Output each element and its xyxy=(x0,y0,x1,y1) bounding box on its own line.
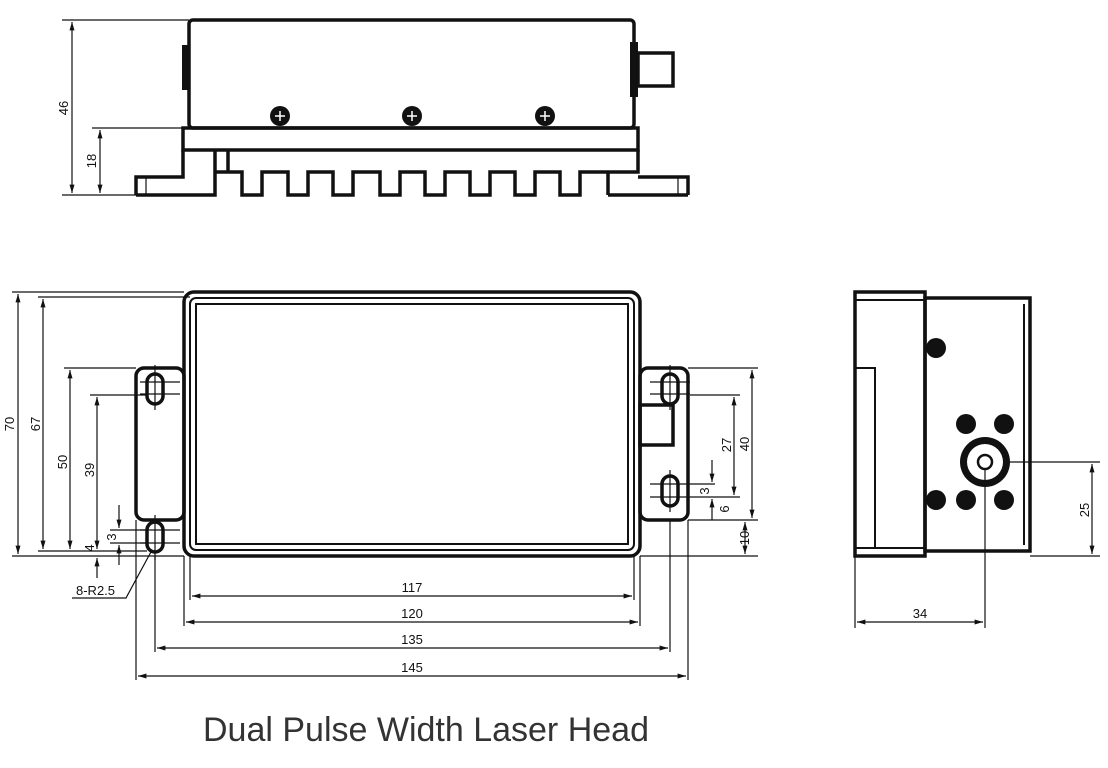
dim-25: 25 xyxy=(1077,503,1092,517)
end-view: 25 34 xyxy=(853,290,1100,628)
dim-27: 27 xyxy=(719,438,734,452)
dim-34: 34 xyxy=(913,606,927,621)
dim-50: 50 xyxy=(55,455,70,469)
screw-icon xyxy=(994,490,1014,510)
side-elevation-view: 46 18 xyxy=(56,18,690,197)
dim-3-left: 3 xyxy=(104,533,119,540)
screw-icon xyxy=(956,490,976,510)
screw-icon xyxy=(956,414,976,434)
dim-67: 67 xyxy=(28,417,43,431)
screw-icon xyxy=(926,490,946,510)
dim-4: 4 xyxy=(82,544,97,551)
dim-70: 70 xyxy=(2,417,17,431)
dim-117: 117 xyxy=(402,580,423,595)
screw-icon xyxy=(994,414,1014,434)
dim-145: 145 xyxy=(401,660,423,675)
dim-3-right: 3 xyxy=(697,487,712,494)
hole-note: 8-R2.5 xyxy=(76,583,115,598)
dim-10: 10 xyxy=(737,531,752,545)
dim-120: 120 xyxy=(401,606,423,621)
dim-39: 39 xyxy=(82,463,97,477)
dim-40: 40 xyxy=(737,437,752,451)
dim-height-total: 46 xyxy=(56,101,71,115)
dim-6: 6 xyxy=(717,505,732,512)
screw-icon xyxy=(926,338,946,358)
dim-base-height: 18 xyxy=(84,154,99,168)
drawing-title: Dual Pulse Width Laser Head xyxy=(203,711,649,749)
screw-icon xyxy=(535,106,555,126)
screw-icon xyxy=(270,106,290,126)
dim-135: 135 xyxy=(401,632,423,647)
screw-icon xyxy=(402,106,422,126)
plan-view: 70 67 50 39 4 3 8-R2.5 117 120 135 145 4… xyxy=(2,290,758,680)
connector-icon xyxy=(960,437,1010,487)
